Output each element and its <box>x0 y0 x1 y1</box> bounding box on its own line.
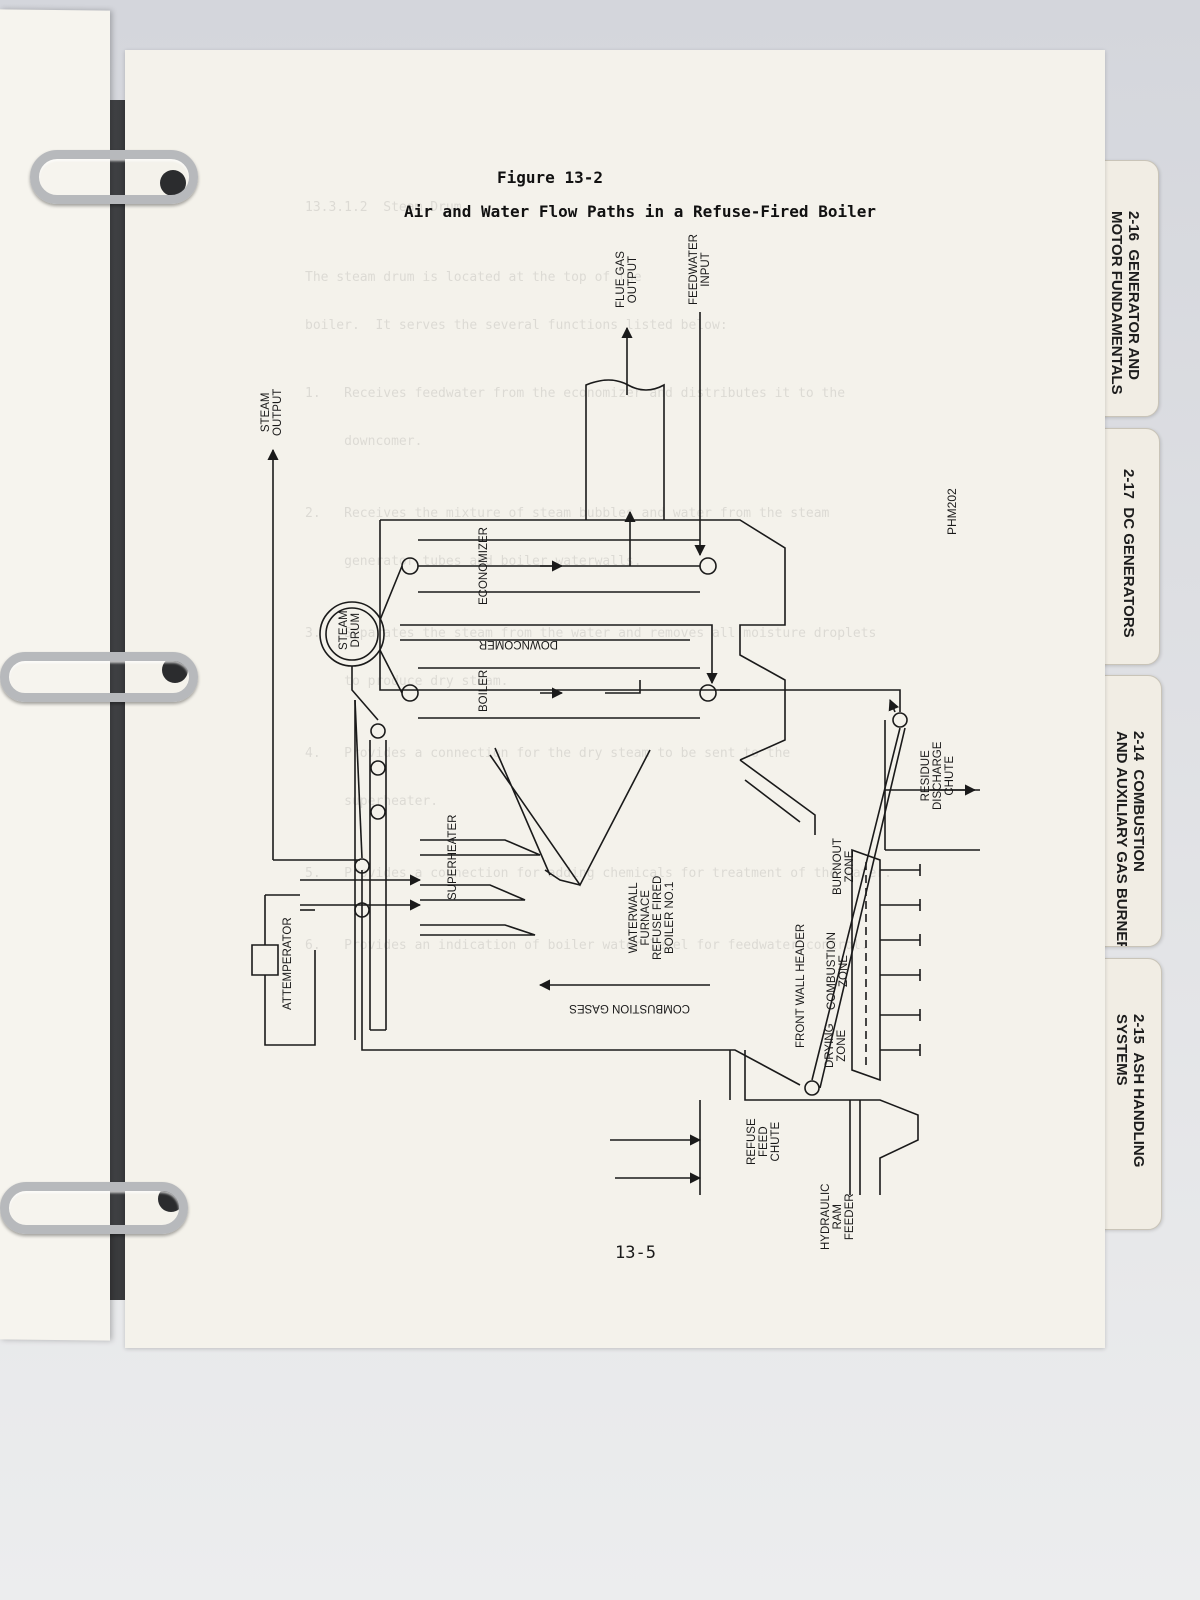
page-number: 13-5 <box>615 1243 656 1263</box>
boiler-header-left <box>401 684 419 702</box>
figure-number: Figure 13-2 <box>497 168 603 187</box>
label-figure-code: PHM202 <box>945 488 959 535</box>
label-front-wall-header: FRONT WALL HEADER <box>795 923 807 1048</box>
label-refuse-feed-chute: REFUSE FEED CHUTE <box>746 1118 782 1165</box>
bleed-line: 2. Receives the mixture of steam bubbles… <box>305 506 830 521</box>
tab-ash-handling[interactable]: 2-15 ASH HANDLING SYSTEMS <box>1102 958 1162 1230</box>
label-steam-drum: STEAM DRUM <box>338 610 362 650</box>
binder-ring-bottom[interactable] <box>0 1182 188 1234</box>
binder-ring-middle[interactable] <box>0 652 198 702</box>
label-drying-zone: DRYING ZONE <box>824 1023 848 1068</box>
label-waterwall-furnace: WATERWALL FURNACE REFUSE FIRED BOILER NO… <box>628 875 676 960</box>
document-page <box>125 50 1105 1348</box>
bleed-line: boiler. It serves the several functions … <box>305 318 728 333</box>
front-wall-header <box>804 1080 820 1096</box>
figure-title: Air and Water Flow Paths in a Refuse-Fir… <box>403 202 876 221</box>
downcomer-pipe <box>400 624 718 685</box>
tab-dc-generators[interactable]: 2-17 DC GENERATORS <box>1100 428 1160 665</box>
label-superheater: SUPERHEATER <box>447 814 459 900</box>
stoker-grate <box>851 848 881 1082</box>
label-steam-output: STEAM OUTPUT <box>260 388 284 436</box>
label-feedwater-input: FEEDWATER INPUT <box>688 234 712 305</box>
bleed-line: 13.3.1.2 Steam Drum <box>305 200 462 215</box>
boiler-header-right <box>699 684 717 702</box>
bleed-line: 1. Receives feedwater from the economize… <box>305 386 846 401</box>
bleed-through-text: 13.3.1.2 Steam Drum The steam drum is lo… <box>305 168 892 970</box>
bleed-line: 6. Provides an indication of boiler wate… <box>305 938 869 953</box>
superheater-tubes <box>369 740 387 1031</box>
label-downcomer: DOWNCOMER <box>478 638 558 650</box>
label-hydraulic-ram-feeder: HYDRAULIC RAM FEEDER <box>820 1183 856 1250</box>
label-combustion-zone: COMBUSTION ZONE <box>826 932 850 1010</box>
label-combustion-gases: COMBUSTION GASES <box>569 1002 690 1014</box>
bleed-line: downcomer. <box>305 434 423 449</box>
bleed-line: superheater. <box>305 794 439 809</box>
binder-ring-top[interactable] <box>30 150 198 204</box>
bleed-line: 3. Separates the steam from the water an… <box>305 626 877 641</box>
label-economizer: ECONOMIZER <box>478 527 490 605</box>
boiler-casing-upper <box>380 519 786 761</box>
economizer-header-right <box>699 557 717 575</box>
bleed-line: 4. Provides a connection for the dry ste… <box>305 746 791 761</box>
flue-stack <box>585 379 665 520</box>
furnace-wall <box>489 747 651 887</box>
label-attemperator: ATTEMPERATOR <box>282 917 294 1010</box>
economizer-header-left <box>401 557 419 575</box>
boiler-casing-left <box>379 520 740 691</box>
label-flue-gas-output: FLUE GAS OUTPUT <box>615 251 639 308</box>
label-boiler: BOILER <box>478 669 490 712</box>
label-burnout-zone: BURNOUT ZONE <box>832 838 856 895</box>
bleed-line: to produce dry steam. <box>305 674 509 689</box>
superheater-header <box>370 723 386 739</box>
attemperator <box>251 894 300 976</box>
boiler-bank <box>418 667 700 719</box>
bleed-line: The steam drum is located at the top of … <box>305 270 642 285</box>
label-residue-discharge-chute: RESIDUE DISCHARGE CHUTE <box>920 741 956 810</box>
tab-generator-motor[interactable]: 2-16 GENERATOR AND MOTOR FUNDAMENTALS <box>1095 160 1159 417</box>
refuse-feed-chute <box>744 1050 919 1195</box>
